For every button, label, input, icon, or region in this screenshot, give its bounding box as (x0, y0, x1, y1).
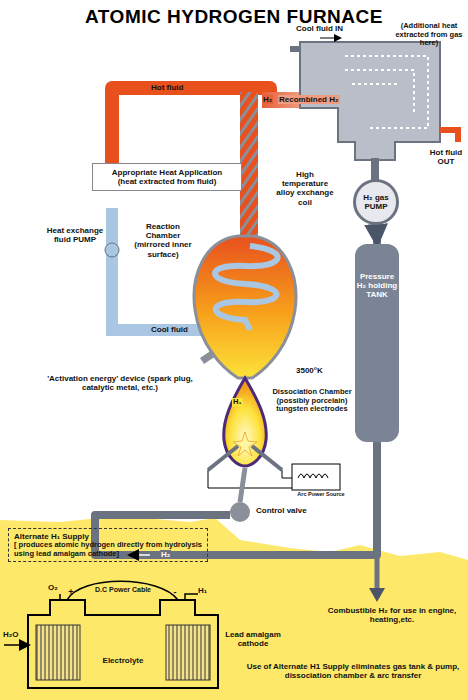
pump-circle: H₂ gas PUMP (353, 179, 399, 225)
gas-label: H₁ (232, 398, 243, 407)
part-label: High temperature alloy exchange coil (272, 170, 338, 207)
hot-fluid-out-pipe (440, 130, 458, 142)
control-valve (230, 502, 250, 522)
cool-fluid-in-pipe (290, 46, 300, 52)
flow-label: H₂O (3, 630, 27, 639)
fluid-pump (105, 243, 119, 257)
gas-label: H₁ (198, 586, 214, 595)
gas-label: Recombined H₂ (278, 95, 340, 104)
flow-label: Hot fluid OUT (426, 148, 466, 166)
node-heading: H₂ gas PUMP (356, 193, 396, 211)
gas-label: O₂ (48, 583, 64, 592)
reaction-chamber (194, 236, 296, 378)
spark (233, 432, 257, 456)
arc-wire (208, 470, 292, 488)
coil-turns (215, 246, 278, 330)
cathode-plates (166, 625, 210, 680)
tank: Pressure H₂ holding TANK (355, 244, 399, 442)
note: Use of Alternate H1 Supply eliminates ga… (242, 662, 464, 680)
part-label: D.C Power Cable (95, 586, 151, 594)
valve-stem (240, 468, 245, 502)
flow-arrow (130, 554, 150, 556)
note-box: Alternate H₁ Supply[ produces atomic hyd… (8, 528, 208, 562)
exchanger-channels (345, 56, 428, 128)
terminal-label: - (170, 587, 180, 597)
part-label: Dissociation Chamber (possibly porcelain… (268, 388, 356, 414)
yellow-region (0, 516, 468, 700)
flow-arrow (320, 38, 340, 39)
diagram-title: ATOMIC HYDROGEN FURNACE (0, 6, 468, 28)
node-heading: Appropriate Heat Application (97, 168, 237, 177)
part-label: Control valve (256, 506, 326, 515)
flow-label: Hot fluid (150, 83, 184, 92)
h2-outlet-pipe (375, 440, 380, 596)
node-body: [ produces atomic hydrogen directly from… (14, 541, 202, 558)
part-label: 'Activation energy' device (spark plug, … (40, 374, 200, 392)
arc-coil (298, 474, 328, 478)
pipe-connector (376, 225, 377, 242)
water-inlet (4, 644, 28, 646)
cool-fluid-pipe (112, 208, 205, 330)
part-label: Reaction Chamber (mirrored inner surface… (128, 222, 198, 259)
node-heading: Pressure H₂ holding TANK (355, 272, 399, 300)
arc-power-source (292, 464, 340, 490)
exchange-coil-column (240, 92, 258, 242)
note: Combustible H₂ for use in engine, heatin… (322, 606, 462, 624)
node-heading: Alternate H₁ Supply (14, 532, 202, 541)
activation-device (200, 350, 216, 364)
part-label: Lead amalgam cathode (222, 630, 284, 648)
flow-label: Cool fluid (150, 325, 189, 334)
temperature-label: 3500°K (296, 366, 342, 375)
flow-label: Cool fluid IN (296, 24, 366, 33)
h2-outlet-arrow (369, 588, 385, 602)
part-label: Electrolyte (88, 656, 158, 665)
part-label: Heat exchange fluid PUMP (46, 226, 104, 244)
electrolysis-cell (28, 600, 218, 688)
h2-pipe (95, 158, 377, 555)
gas-outlet (60, 594, 198, 600)
node-body: (heat extracted from fluid) (97, 177, 237, 186)
terminal-label: + (66, 587, 76, 597)
gas-label: H₂ (262, 95, 273, 104)
note: (Additional heat extracted from gas here… (392, 22, 466, 48)
part-label: Arc Power Source (296, 491, 346, 497)
gas-label: H₂ (160, 550, 171, 559)
dc-power-cable (67, 581, 178, 600)
process-box: Appropriate Heat Application(heat extrac… (92, 163, 242, 191)
anode-plates (36, 625, 80, 680)
